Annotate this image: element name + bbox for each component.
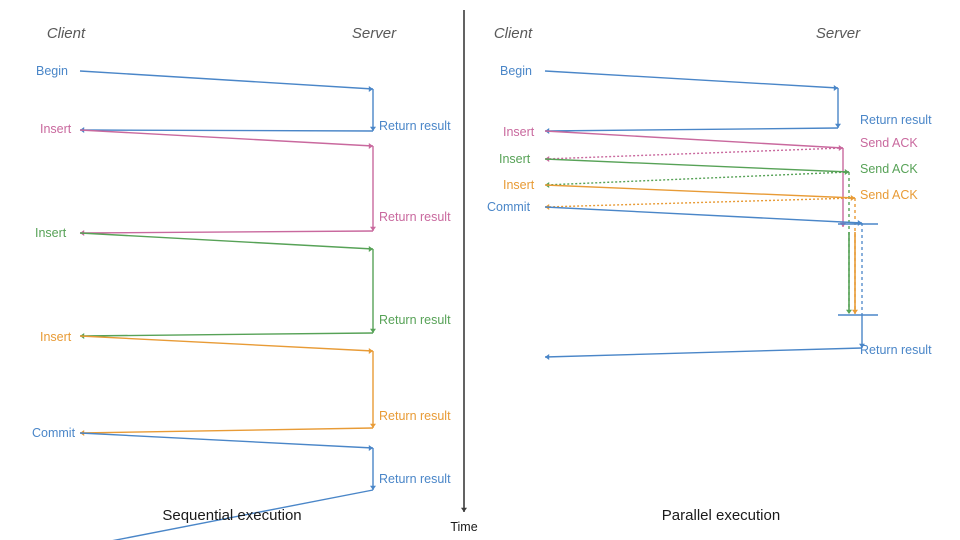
seq-request-1-arrowhead: [368, 143, 373, 149]
par-client-header: Client: [494, 25, 533, 42]
par-commit-response-line: [544, 347, 863, 358]
par-statement-label-0: Insert: [503, 125, 535, 139]
par-caption: Parallel execution: [662, 507, 780, 524]
seq-message-label-2: Insert: [35, 226, 67, 240]
seq-server-proc-4-arrowhead: [370, 485, 376, 490]
seq-request-0-line: [79, 70, 374, 90]
seq-message-label-1: Insert: [40, 122, 72, 136]
seq-request-0-arrowhead: [368, 86, 373, 92]
seq-request-2-arrowhead: [368, 246, 373, 252]
seq-request-3-line: [79, 335, 374, 352]
time-axis-label: Time: [450, 520, 477, 534]
par-begin-return-label: Return result: [860, 113, 932, 127]
par-begin-proc-arrowhead: [835, 123, 841, 128]
par-statement-request-1-line: [544, 158, 850, 173]
seq-request-4-arrowhead: [368, 445, 373, 451]
seq-response-3-line: [79, 427, 374, 434]
seq-request-3-arrowhead: [368, 348, 373, 354]
seq-response-0-line: [79, 129, 374, 132]
par-begin-response-line: [544, 127, 839, 132]
seq-server-proc-2-arrowhead: [370, 328, 376, 333]
par-begin-request-arrowhead: [833, 85, 838, 91]
time-axis-arrowhead: [461, 507, 467, 512]
seq-request-4-line: [79, 432, 374, 449]
par-work-bar-head-2: [852, 309, 858, 314]
seq-server-proc-1-arrowhead: [370, 226, 376, 231]
par-statement-request-2-arrowhead: [850, 195, 855, 201]
par-begin-request-line: [544, 70, 839, 89]
seq-client-header: Client: [47, 25, 86, 42]
par-statement-request-0-line: [544, 130, 844, 149]
par-commit-proc-arrowhead: [859, 343, 865, 348]
par-ack-response-2-line: [544, 197, 856, 208]
seq-message-label-4: Commit: [32, 426, 76, 440]
seq-response-1-line: [79, 230, 374, 234]
seq-server-proc-3-arrowhead: [370, 423, 376, 428]
par-statement-label-1: Insert: [499, 152, 531, 166]
par-commit-response-arrowhead: [545, 354, 550, 360]
seq-return-label-1: Return result: [379, 210, 451, 224]
seq-message-label-3: Insert: [40, 330, 72, 344]
seq-server-header: Server: [352, 25, 397, 42]
seq-response-4-line: [112, 489, 374, 540]
par-ack-label-0: Send ACK: [860, 136, 918, 150]
seq-return-label-3: Return result: [379, 409, 451, 423]
seq-request-1-line: [79, 129, 374, 147]
par-commit-label: Commit: [487, 200, 531, 214]
par-statement-request-2-line: [544, 184, 856, 199]
par-statement-request-1-arrowhead: [844, 169, 849, 175]
par-commit-request-line: [544, 206, 863, 224]
seq-return-label-4: Return result: [379, 472, 451, 486]
seq-message-label-0: Begin: [36, 64, 68, 78]
seq-caption: Sequential execution: [162, 507, 301, 524]
par-ack-label-1: Send ACK: [860, 162, 918, 176]
seq-response-2-line: [79, 332, 374, 337]
par-ack-response-0-line: [544, 147, 844, 160]
seq-server-proc-0-arrowhead: [370, 126, 376, 131]
par-statement-label-2: Insert: [503, 178, 535, 192]
seq-request-2-line: [79, 232, 374, 250]
par-ack-label-2: Send ACK: [860, 188, 918, 202]
par-commit-return-label: Return result: [860, 343, 932, 357]
seq-return-label-2: Return result: [379, 313, 451, 327]
seq-return-label-0: Return result: [379, 119, 451, 133]
par-work-bar-head-1: [846, 309, 852, 314]
par-ack-response-1-line: [544, 171, 850, 186]
par-begin-label: Begin: [500, 64, 532, 78]
par-statement-request-0-arrowhead: [838, 145, 843, 151]
par-server-header: Server: [816, 25, 861, 42]
